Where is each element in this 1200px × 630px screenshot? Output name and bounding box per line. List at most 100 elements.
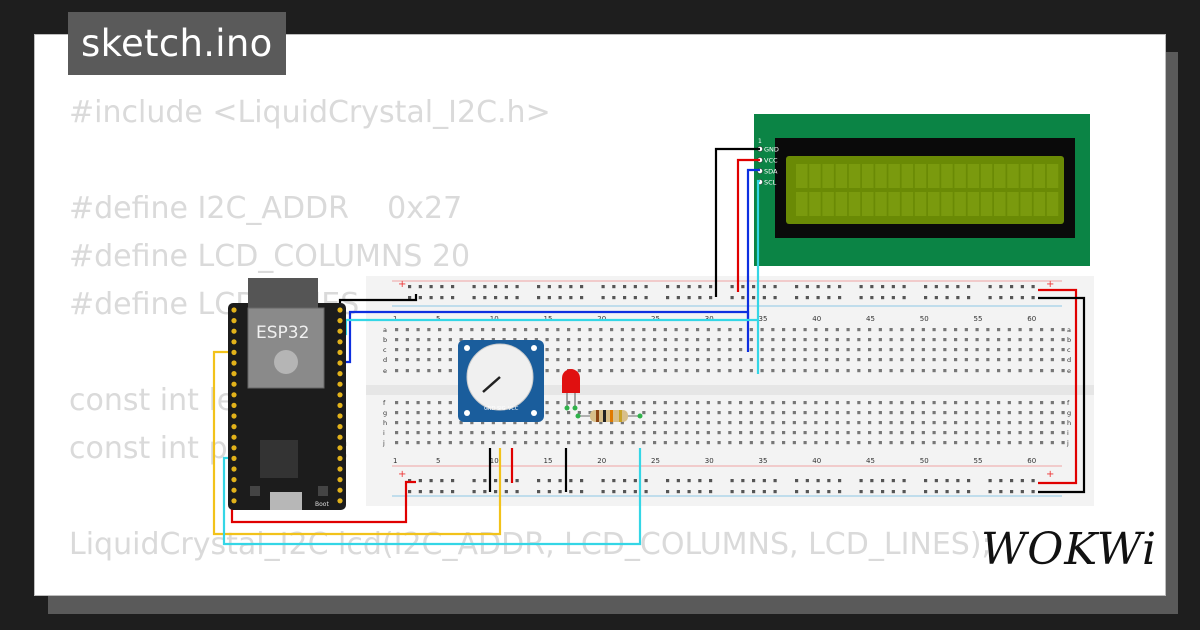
esp32-pin	[337, 402, 343, 408]
esp32-pin	[231, 318, 237, 324]
row-letter: e	[383, 367, 387, 375]
wire-esp-sda	[340, 310, 750, 364]
pot-screw	[464, 345, 470, 351]
lcd-pin-label: GND	[764, 145, 779, 153]
rail-plus-bottom-right: +	[1046, 469, 1054, 480]
lcd-cell	[901, 164, 914, 188]
lcd-cell	[822, 192, 834, 216]
rail-plus-bottom-left: +	[398, 469, 406, 480]
pot-indicator	[482, 376, 501, 393]
pot-pin-label: GND	[484, 406, 496, 412]
wire-esp-3v3	[230, 480, 416, 524]
lcd-pin-label: SDA	[764, 167, 778, 175]
column-number: 40	[812, 315, 821, 323]
wire-lcd-gnd	[714, 147, 760, 297]
wire-lcd-sda	[746, 168, 760, 352]
row-letter: b	[1067, 336, 1071, 344]
row-letter: i	[1067, 429, 1069, 437]
lcd-cell	[1020, 192, 1032, 216]
lcd-cell	[796, 192, 808, 216]
boot-button	[318, 486, 328, 496]
esp32-pin	[231, 434, 237, 440]
code-line: #define I2C_ADDR 0x27	[69, 191, 463, 226]
lcd-cell	[928, 164, 940, 188]
lcd-cell	[1033, 192, 1046, 216]
esp32-pin	[231, 424, 237, 430]
lcd-cell	[862, 164, 874, 188]
esp32-shield	[247, 307, 325, 389]
column-number: 1	[393, 457, 397, 465]
lcd-pin-label: SCL	[764, 178, 777, 186]
code-line: #define LCD_COLUMNS 20	[69, 239, 471, 274]
breadboard-holes	[395, 285, 1065, 494]
file-title: sketch.ino	[68, 12, 286, 75]
lcd-corner-label: 1	[758, 138, 762, 145]
lcd-cell	[796, 164, 808, 188]
row-letter: a	[383, 326, 387, 334]
lcd-cell	[994, 192, 1006, 216]
row-letter: c	[383, 346, 387, 354]
esp32-pin	[231, 371, 237, 377]
resistor-body	[590, 410, 628, 422]
pot-screw	[531, 345, 537, 351]
row-letter: j	[382, 439, 385, 447]
column-number: 60	[1027, 315, 1036, 323]
red-led[interactable]	[562, 369, 580, 411]
esp32-pin	[337, 339, 343, 345]
lcd-cell	[941, 164, 953, 188]
row-letter: g	[1067, 409, 1071, 417]
lcd-cell	[1007, 192, 1019, 216]
row-letter: f	[383, 399, 386, 407]
esp32-pin	[231, 466, 237, 472]
column-number: 30	[705, 457, 714, 465]
lcd-cell	[980, 192, 993, 216]
row-letter: c	[1067, 346, 1071, 354]
lcd-cell	[967, 164, 980, 188]
column-number: 60	[1027, 457, 1036, 465]
row-letter: b	[383, 336, 387, 344]
esp32-pin	[231, 498, 237, 504]
esp32-pin	[337, 434, 343, 440]
column-number: 45	[866, 315, 875, 323]
rail-plus-top-right: +	[1046, 279, 1054, 290]
lcd-cell	[1020, 164, 1032, 188]
pot-pin-label: SIG	[497, 406, 506, 412]
row-letter: i	[383, 429, 385, 437]
wire-rail-red-right	[1038, 288, 1078, 485]
lcd-cell	[980, 164, 993, 188]
esp32-board[interactable]: ESP32 Boot	[228, 278, 346, 510]
esp32-pin	[231, 487, 237, 493]
lcd-cell	[822, 164, 834, 188]
lcd-cell	[901, 192, 914, 216]
lcd-cell	[994, 164, 1006, 188]
lcd-cell	[875, 192, 887, 216]
row-letter: h	[1067, 419, 1071, 427]
column-number: 25	[651, 457, 660, 465]
lcd-cell	[1046, 164, 1059, 188]
esp32-antenna	[248, 278, 318, 312]
esp32-pin	[337, 466, 343, 472]
esp32-pin	[337, 487, 343, 493]
wokwi-logo: WOKWi	[981, 524, 1158, 575]
wire-rail-black-right	[1038, 296, 1086, 494]
wire-lcd-vcc	[736, 158, 760, 292]
esp32-pin	[337, 455, 343, 461]
wire-led	[222, 448, 642, 546]
esp32-pin	[337, 498, 343, 504]
column-number: 40	[812, 457, 821, 465]
esp32-pin	[337, 328, 343, 334]
pot-pin-label: VCC	[508, 406, 519, 412]
wire-lcd-scl	[756, 179, 760, 374]
esp32-pin	[337, 318, 343, 324]
esp32-pin	[337, 392, 343, 398]
esp32-pin	[231, 477, 237, 483]
esp32-pin	[231, 381, 237, 387]
column-number: 5	[436, 457, 440, 465]
column-number: 45	[866, 457, 875, 465]
column-number: 15	[544, 457, 553, 465]
potentiometer[interactable]: GND SIG VCC	[458, 340, 544, 422]
esp32-pin	[337, 381, 343, 387]
resistor[interactable]	[575, 410, 643, 422]
